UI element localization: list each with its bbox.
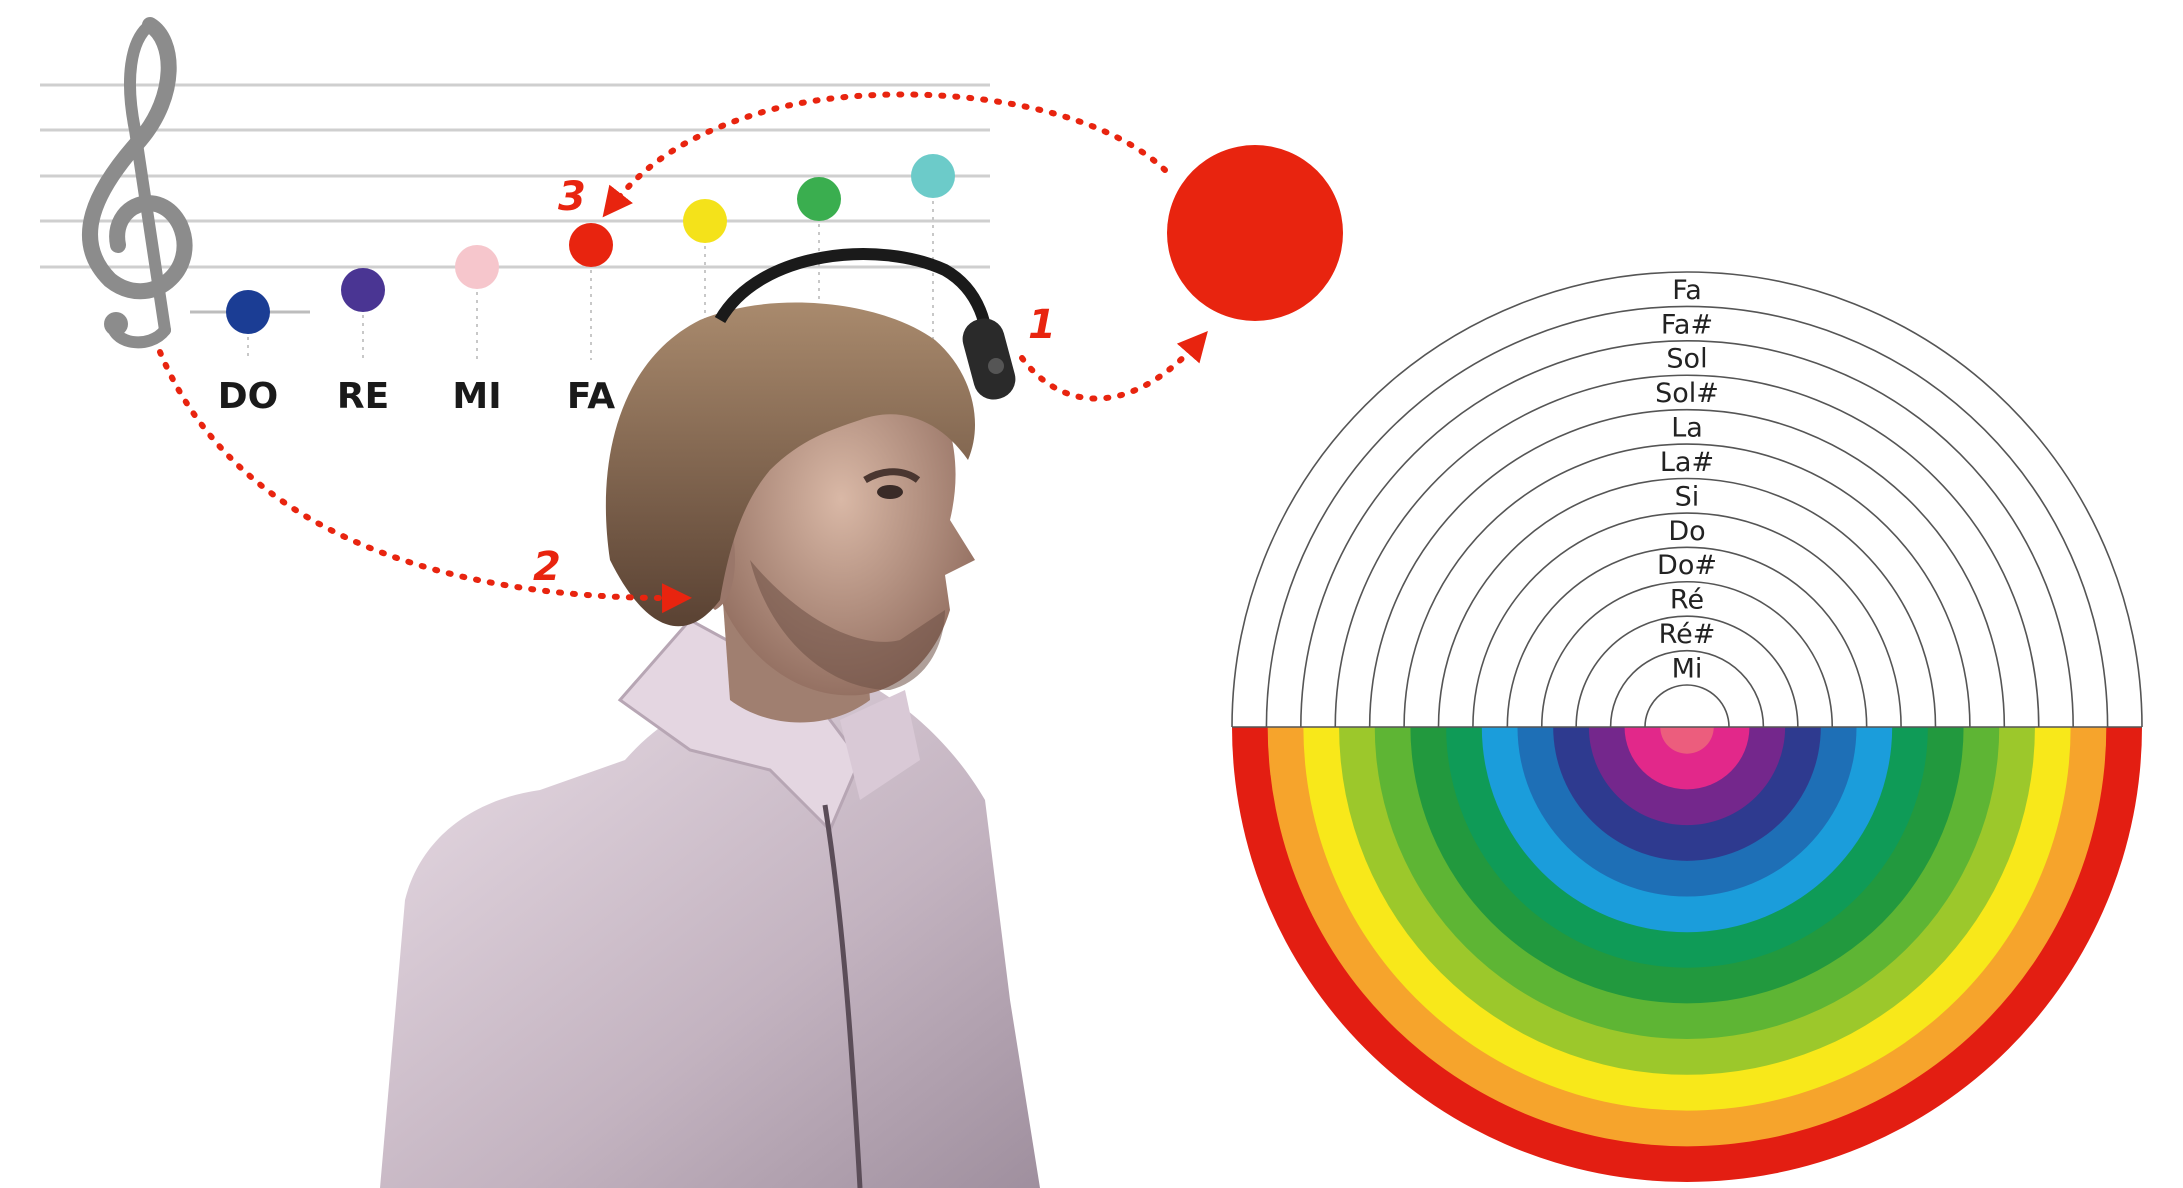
ring-label: Do: [1668, 516, 1705, 547]
ring-label: Ré#: [1659, 619, 1716, 650]
note-label: DO: [218, 376, 279, 417]
step-number-3: 3: [558, 174, 586, 220]
step-number-2: 2: [533, 544, 561, 590]
note-dot: [797, 177, 841, 221]
arrows: [157, 91, 1208, 614]
ring-label: Fa#: [1661, 309, 1713, 340]
note-dot: [683, 199, 727, 243]
color-ring: [1660, 727, 1714, 754]
note-dot: [569, 223, 613, 267]
ring-label: Fa: [1672, 275, 1702, 306]
music-staff: [40, 83, 990, 314]
note-ring-outline: [1334, 374, 2040, 728]
ring-label: Do#: [1657, 550, 1717, 581]
color-sample-circle: [1167, 145, 1343, 321]
note-dot: [911, 154, 955, 198]
ring-label: Sol: [1666, 344, 1707, 375]
arrow-1: [1019, 330, 1208, 402]
note-label: FA: [567, 376, 615, 417]
note-ring-outline: [1506, 546, 1868, 728]
ring-label: Mi: [1672, 653, 1703, 684]
ring-label: La: [1671, 413, 1703, 444]
note-dot: [341, 268, 385, 312]
note-dot: [226, 290, 270, 334]
person-with-antenna-icon: [380, 248, 1040, 1188]
treble-clef-icon: [81, 17, 193, 349]
note-label: MI: [452, 376, 501, 417]
note-dots: DO RE MI FA: [218, 154, 955, 417]
ring-label: Sol#: [1655, 378, 1719, 409]
step-number-1: 1: [1028, 302, 1056, 348]
note-label: RE: [337, 376, 389, 417]
note-ring-outline: [1300, 340, 2074, 728]
color-ring: [1624, 727, 1750, 790]
arrow-3: [602, 91, 1168, 218]
arrow-2: [157, 349, 692, 614]
note-ring-outline: [1540, 580, 1834, 728]
note-ring-outline: [1437, 477, 1937, 728]
note-ring-outline: [1644, 684, 1730, 728]
ring-label: La#: [1660, 447, 1714, 478]
note-ring-outline: [1609, 649, 1765, 728]
note-ring-outline: [1403, 443, 1971, 728]
ring-label: Si: [1675, 481, 1700, 512]
note-ring-outline: [1231, 271, 2143, 728]
ring-label: Ré: [1670, 585, 1704, 616]
note-dot: [455, 245, 499, 289]
